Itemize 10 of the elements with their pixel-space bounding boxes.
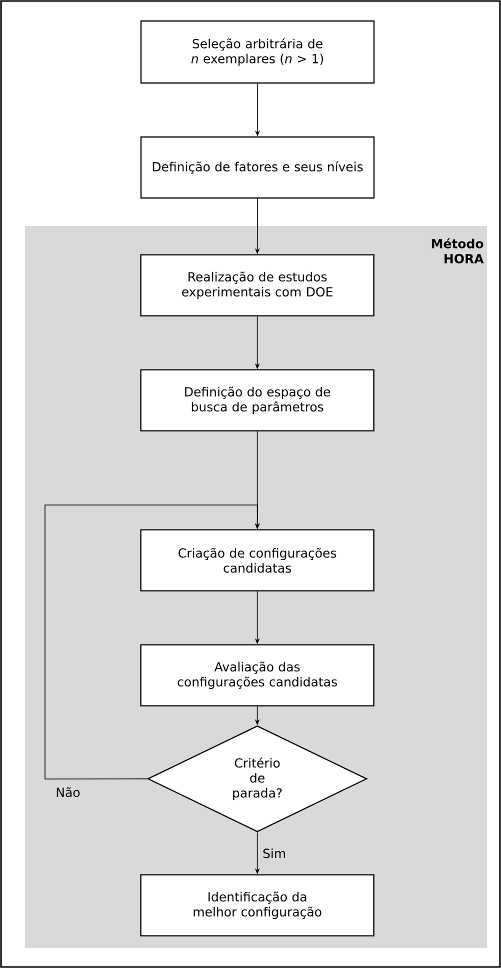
edge-label: Sim xyxy=(263,848,286,858)
edge-label: Não xyxy=(56,787,80,798)
process-box: Identificação da melhor configuração xyxy=(140,874,374,936)
process-box: Avaliação das configurações candidatas xyxy=(140,644,374,706)
process-box: Definição de fatores e seus níveis xyxy=(140,136,375,199)
process-box: Definição do espaço de busca de parâmetros xyxy=(140,369,374,432)
arrow xyxy=(44,504,260,780)
process-box: Realização de estudos experimentais com DOE xyxy=(140,254,374,316)
process-box: Criação de configurações candidatas xyxy=(140,529,374,592)
process-box: Seleção arbitrária de n exemplares (n > 1) xyxy=(140,20,375,84)
